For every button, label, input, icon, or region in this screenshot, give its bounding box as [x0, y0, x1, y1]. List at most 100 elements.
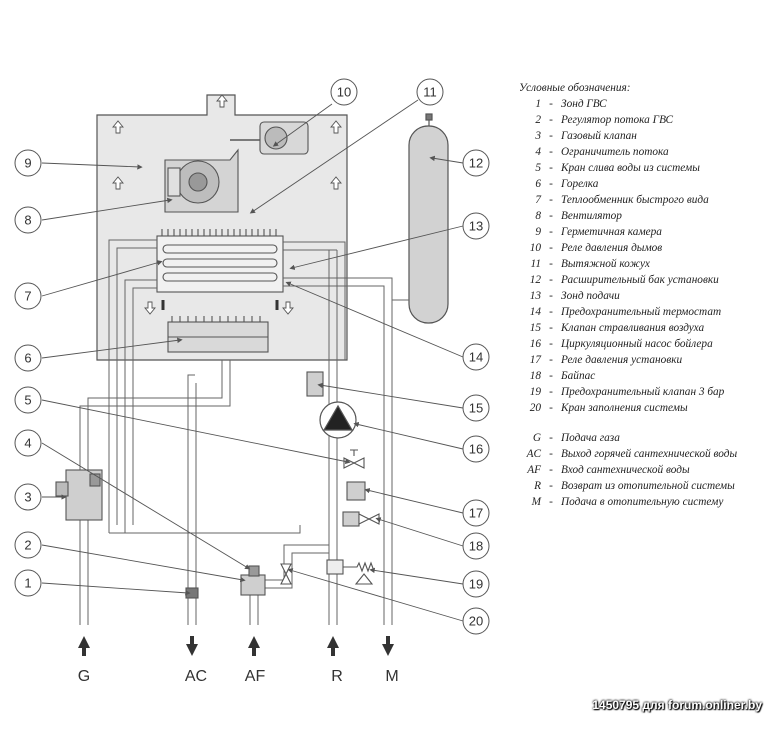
callout-16: 16: [469, 442, 483, 457]
legend-item: 11-Вытяжной кожух: [519, 256, 781, 272]
connection-label-g: G: [78, 668, 90, 685]
legend-code: 11: [530, 258, 541, 270]
air-flow-arrows: [112, 94, 342, 315]
legend-text: Реле давления дымов: [561, 242, 663, 254]
legend-code: 12: [529, 274, 541, 286]
legend-code: 8: [535, 210, 541, 222]
legend-text: Возврат из отопительной системы: [561, 480, 735, 492]
legend-code: 9: [535, 226, 541, 238]
callout-numbers: 1 2 3 4 5 6 7 8 9 10 11 12 13 14 15 16 1…: [24, 85, 483, 629]
legend-code: AC: [526, 448, 541, 460]
legend-item: 2-Регулятор потока ГВС: [519, 112, 781, 128]
legend-text: Ограничитель потока: [561, 146, 669, 158]
legend-text: Кран заполнения системы: [561, 402, 688, 414]
bypass: [342, 511, 380, 527]
callout-4: 4: [24, 436, 31, 451]
legend-item: 17-Реле давления установки: [519, 352, 781, 368]
legend-code: 17: [529, 354, 541, 366]
callout-2: 2: [24, 538, 31, 553]
legend-text: Кран слива воды из системы: [561, 162, 700, 174]
legend-text: Подача газа: [561, 432, 620, 444]
callout-6: 6: [24, 351, 31, 366]
legend-item: 15-Клапан стравливания воздуха: [519, 320, 781, 336]
safety-valve: [326, 559, 375, 585]
legend-text: Герметичная камера: [561, 226, 662, 238]
pump: [319, 401, 357, 439]
filling-tap: [280, 563, 292, 585]
legend-text: Теплообменник быстрого вида: [561, 194, 709, 206]
legend-text: Вход сантехнической воды: [561, 464, 690, 476]
legend-item: 1-Зонд ГВС: [519, 96, 781, 112]
legend-item: 8-Вентилятор: [519, 208, 781, 224]
legend-code: AF: [527, 464, 541, 476]
flow-limiter: [240, 565, 266, 596]
connection-label-af: AF: [245, 668, 266, 685]
callout-14: 14: [469, 350, 483, 365]
legend-text: Предохранительный термостат: [561, 306, 722, 318]
legend-connection-item: R-Возврат из отопительной системы: [519, 478, 781, 494]
legend-connection-item: AC-Выход горячей сантехнической воды: [519, 446, 781, 462]
legend-code: 20: [529, 402, 541, 414]
legend-text: Предохранительный клапан 3 бар: [561, 386, 725, 398]
legend-connection-item: G-Подача газа: [519, 430, 781, 446]
legend-connection-item: M-Подача в отопительную систему: [519, 494, 781, 510]
legend-code: 3: [535, 130, 541, 142]
air-vent: [306, 371, 324, 397]
legend-title: Условные обозначения:: [519, 82, 631, 94]
legend-text: Подача в отопительную систему: [561, 496, 724, 508]
legend-code: R: [534, 480, 541, 492]
callout-7: 7: [24, 289, 31, 304]
flame-markers: [161, 300, 279, 310]
legend-item: 12-Расширительный бак установки: [519, 272, 781, 288]
callout-circles: [14, 78, 490, 635]
drain-tap: [343, 449, 365, 469]
legend-code: 1: [535, 98, 541, 110]
legend-connection-item: AF-Вход сантехнической воды: [519, 462, 781, 478]
legend-text: Вытяжной кожух: [561, 258, 650, 270]
legend-item: 10-Реле давления дымов: [519, 240, 781, 256]
legend-item: 5-Кран слива воды из системы: [519, 160, 781, 176]
callout-5: 5: [24, 393, 31, 408]
callout-3: 3: [24, 490, 31, 505]
legend-item: 19-Предохранительный клапан 3 бар: [519, 384, 781, 400]
legend-text: Реле давления установки: [561, 354, 683, 366]
connection-labels: G AC AF R M: [78, 668, 399, 685]
legend-code: 13: [529, 290, 541, 302]
legend-code: M: [531, 496, 541, 508]
legend-item: 9-Герметичная камера: [519, 224, 781, 240]
heat-exchanger: [156, 229, 284, 293]
legend-code: 18: [529, 370, 541, 382]
legend-item: 16-Циркуляционный насос бойлера: [519, 336, 781, 352]
legend-code: 16: [529, 338, 541, 350]
legend-text: Расширительный бак установки: [561, 274, 719, 286]
callout-17: 17: [469, 506, 483, 521]
gas-valve: [55, 469, 103, 521]
callout-12: 12: [469, 156, 483, 171]
callout-13: 13: [469, 219, 483, 234]
leader-lines: [41, 99, 464, 622]
legend-text: Циркуляционный насос бойлера: [561, 338, 713, 350]
legend-text: Горелка: [561, 178, 599, 190]
sealed-chamber: [96, 94, 348, 361]
fan: [164, 148, 239, 213]
legend-text: Газовый клапан: [561, 130, 637, 142]
legend-code: 19: [529, 386, 541, 398]
legend-code: 15: [529, 322, 541, 334]
legend-text: Вентилятор: [561, 210, 622, 222]
connection-label-m: M: [385, 668, 398, 685]
legend-code: 10: [529, 242, 541, 254]
legend-text: Регулятор потока ГВС: [561, 114, 673, 126]
legend-text: Клапан стравливания воздуха: [561, 322, 705, 334]
legend-item: 7-Теплообменник быстрого вида: [519, 192, 781, 208]
watermark: 1450795 для forum.onliner.by: [592, 698, 762, 712]
callout-15: 15: [469, 401, 483, 416]
legend-code: 4: [535, 146, 541, 158]
legend-code: G: [532, 432, 541, 444]
legend-text: Выход горячей сантехнической воды: [561, 448, 738, 460]
legend-item: 13-Зонд подачи: [519, 288, 781, 304]
callout-9: 9: [24, 156, 31, 171]
callout-10: 10: [337, 85, 351, 100]
connection-arrows: [78, 636, 394, 656]
connection-label-ac: AC: [185, 668, 207, 685]
